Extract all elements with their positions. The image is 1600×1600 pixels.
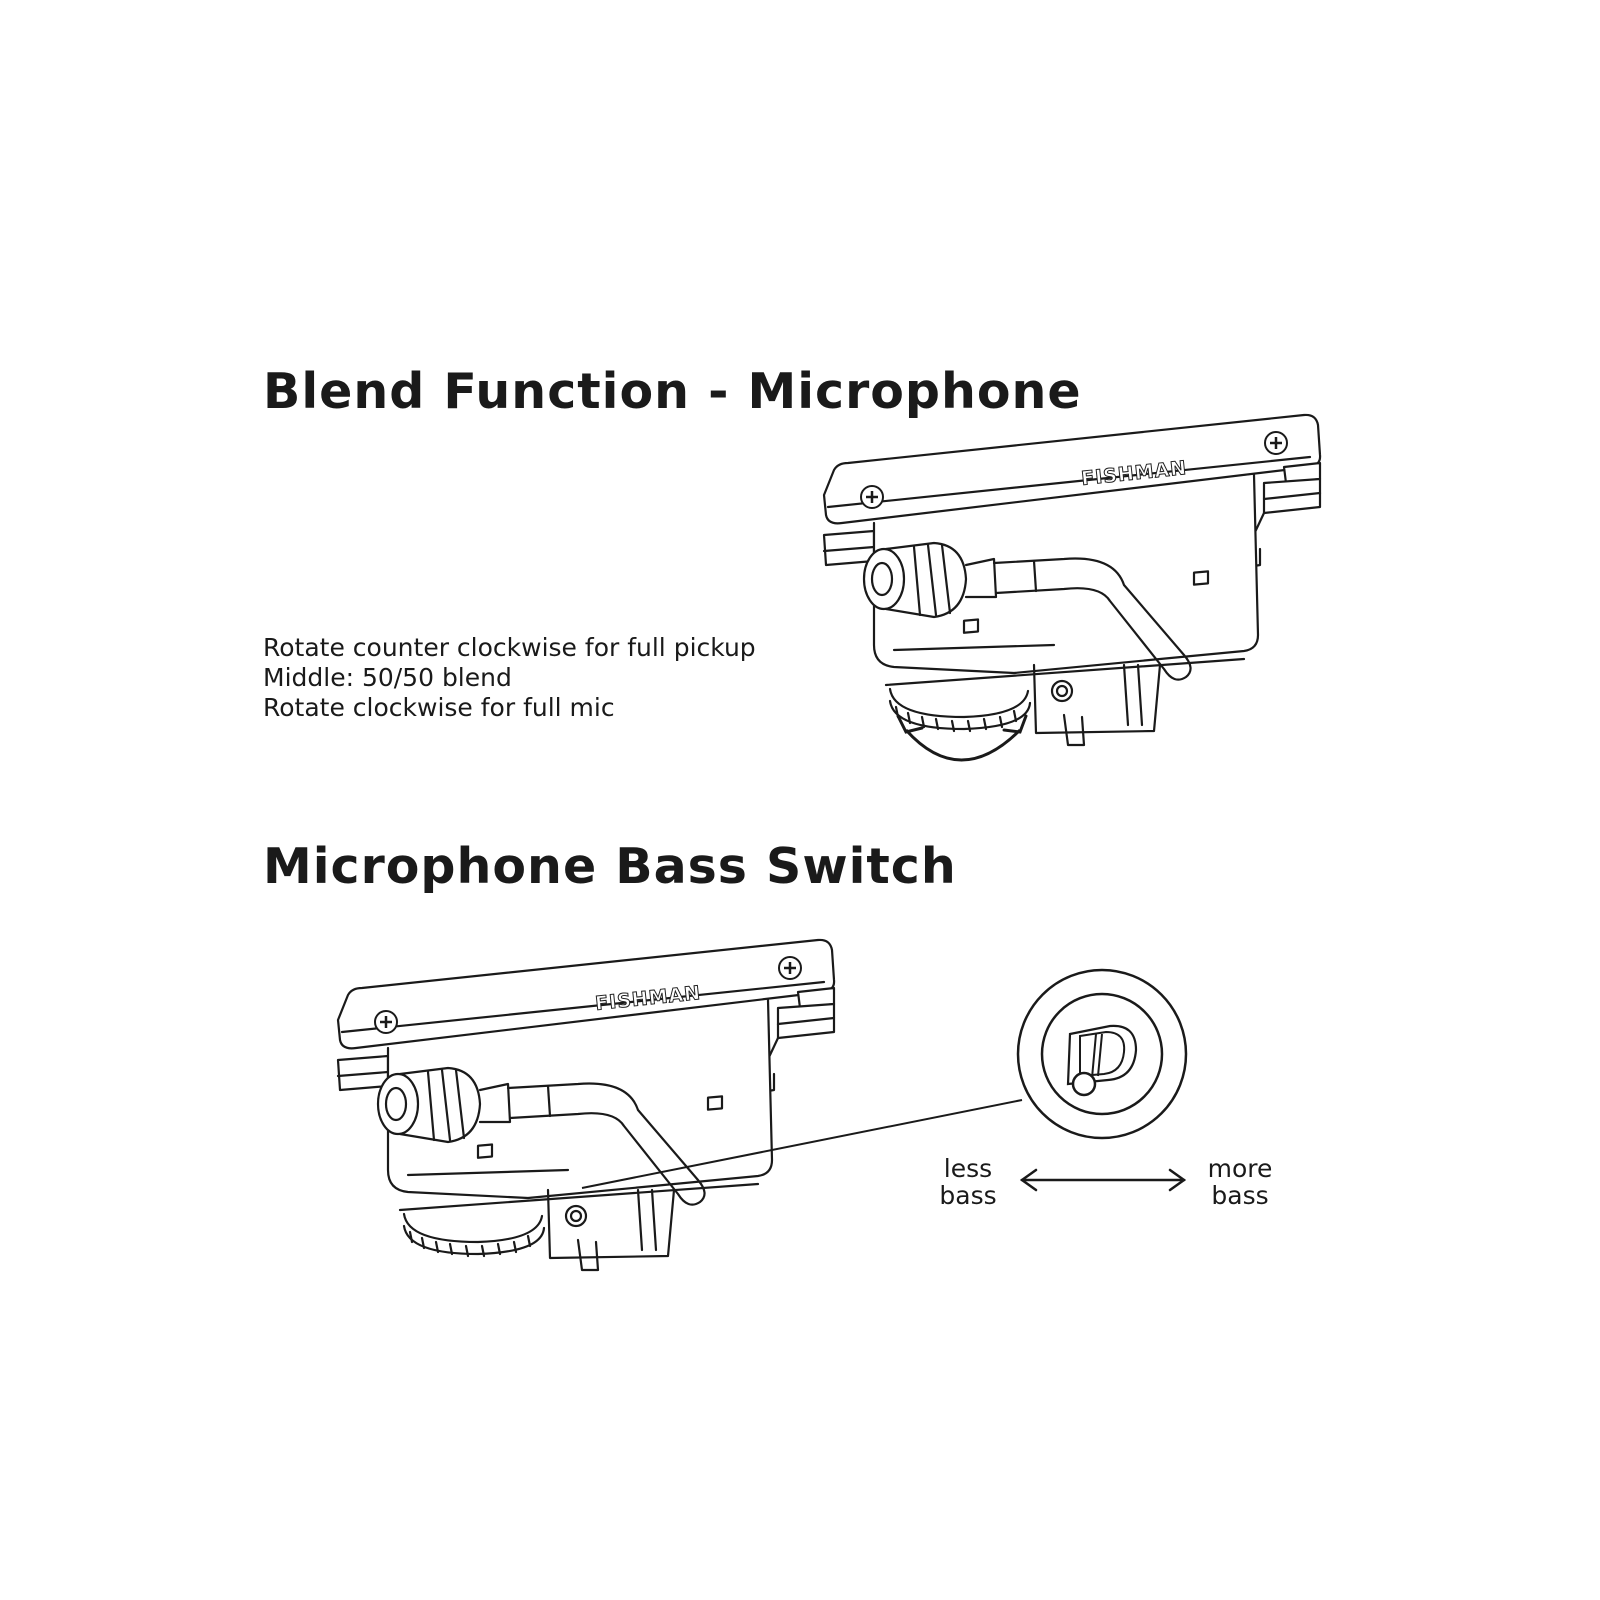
screw-icon	[859, 484, 885, 510]
screw-icon	[1263, 430, 1289, 456]
screw-icon	[777, 955, 803, 981]
rotate-arrow-icon	[896, 714, 1028, 762]
more-bass-label: more bass	[1207, 1154, 1273, 1210]
bass-switch-title: Microphone Bass Switch	[263, 838, 957, 895]
blend-function-title: Blend Function - Microphone	[263, 363, 1082, 420]
double-arrow-icon	[1019, 1168, 1187, 1192]
screw-icon	[373, 1009, 399, 1035]
leader-line	[581, 1099, 1023, 1189]
instruction-ccw: Rotate counter clockwise for full pickup	[263, 633, 756, 662]
instruction-middle: Middle: 50/50 blend	[263, 663, 512, 692]
less-bass-label: less bass	[939, 1154, 997, 1210]
pickup-bottom: FISHMAN	[336, 938, 836, 1272]
switch-zoom-icon	[1016, 968, 1188, 1140]
blend-instructions: Rotate counter clockwise for full pickup…	[263, 633, 756, 723]
instruction-cw: Rotate clockwise for full mic	[263, 693, 615, 722]
pickup-top: FISHMAN	[822, 413, 1322, 747]
